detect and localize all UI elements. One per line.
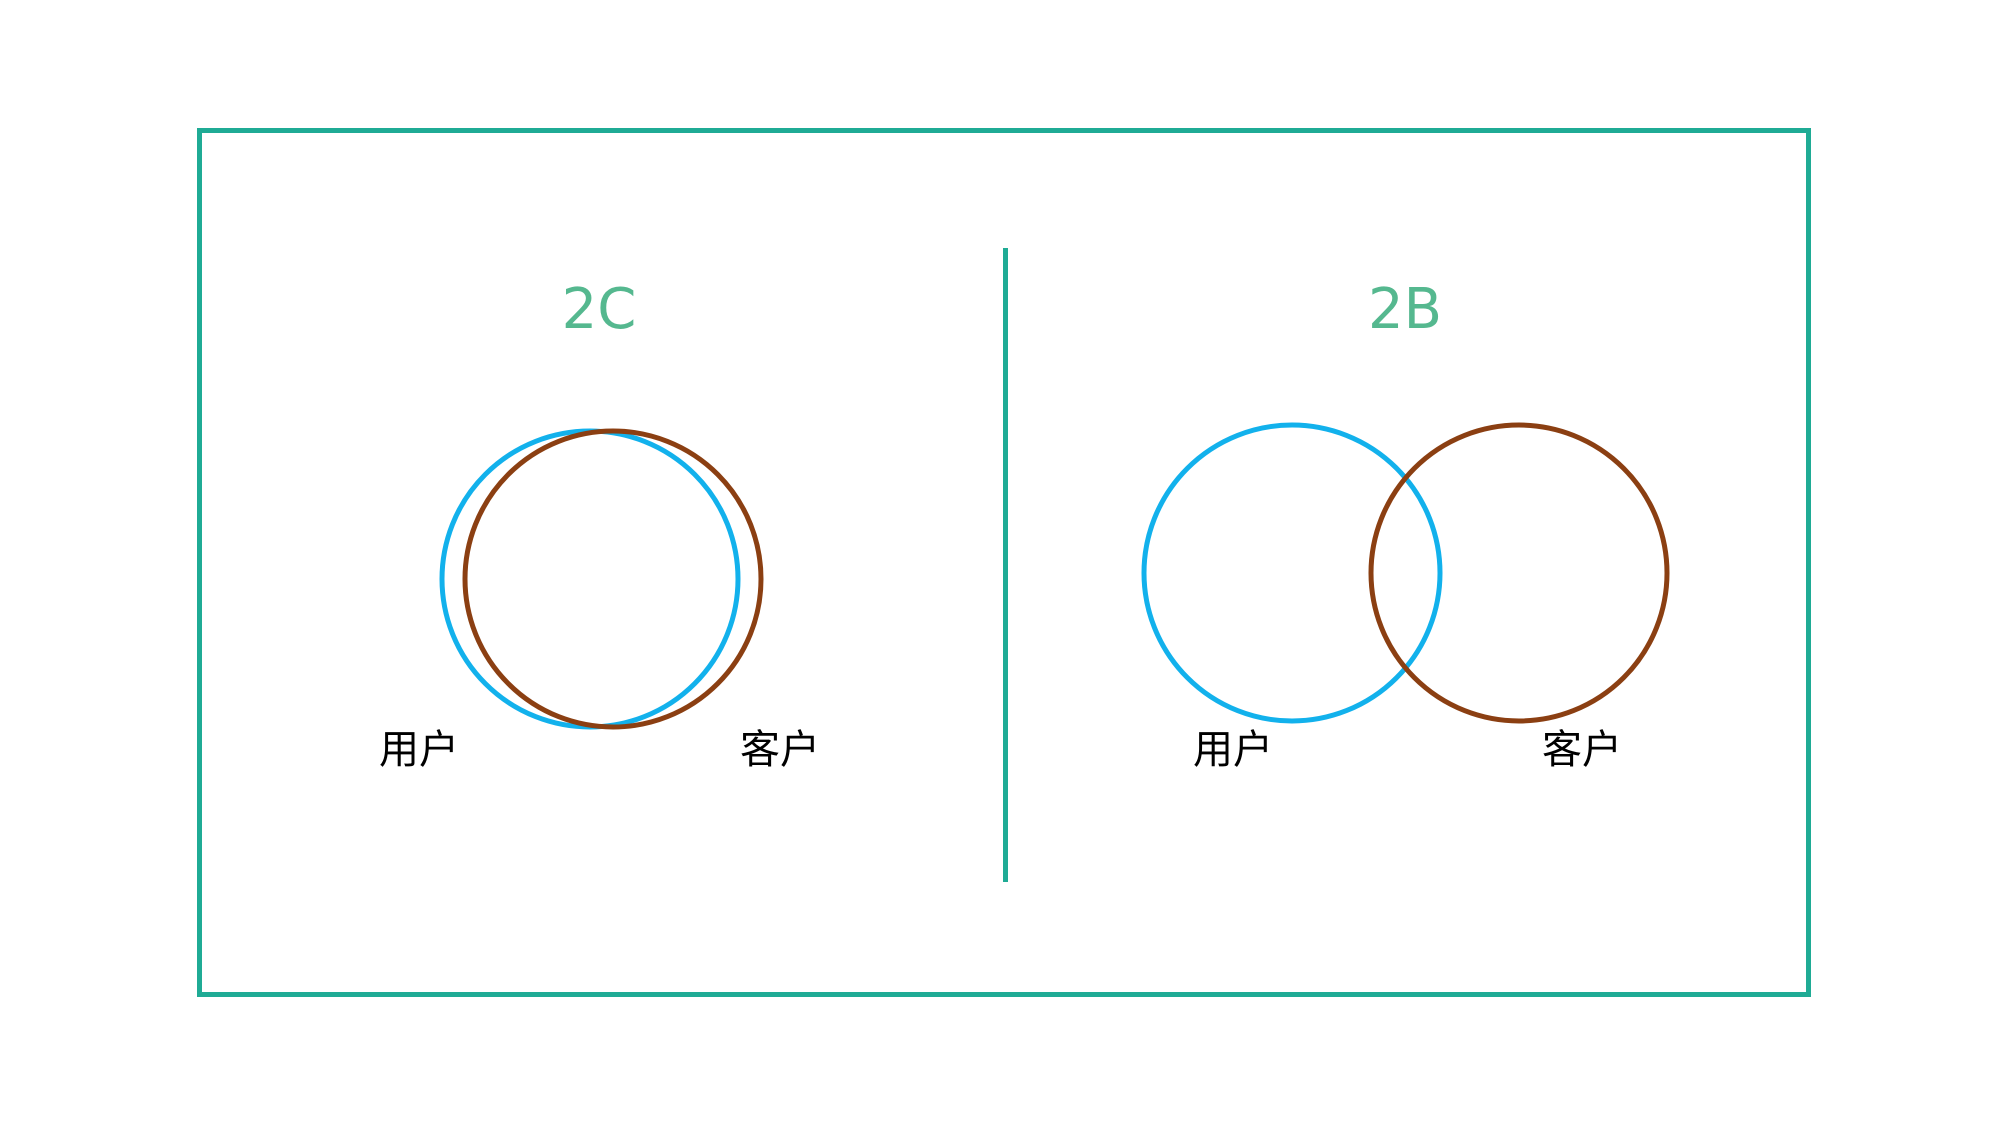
left-customer-label: 客户 bbox=[740, 727, 820, 773]
left-panel-title: 2C bbox=[561, 277, 637, 342]
center-divider bbox=[1003, 248, 1008, 882]
right-user-label: 用户 bbox=[1193, 727, 1273, 773]
right-customer-label: 客户 bbox=[1542, 727, 1622, 773]
left-user-label: 用户 bbox=[379, 727, 459, 773]
right-panel-title: 2B bbox=[1367, 277, 1443, 342]
outer-frame bbox=[197, 128, 1811, 997]
